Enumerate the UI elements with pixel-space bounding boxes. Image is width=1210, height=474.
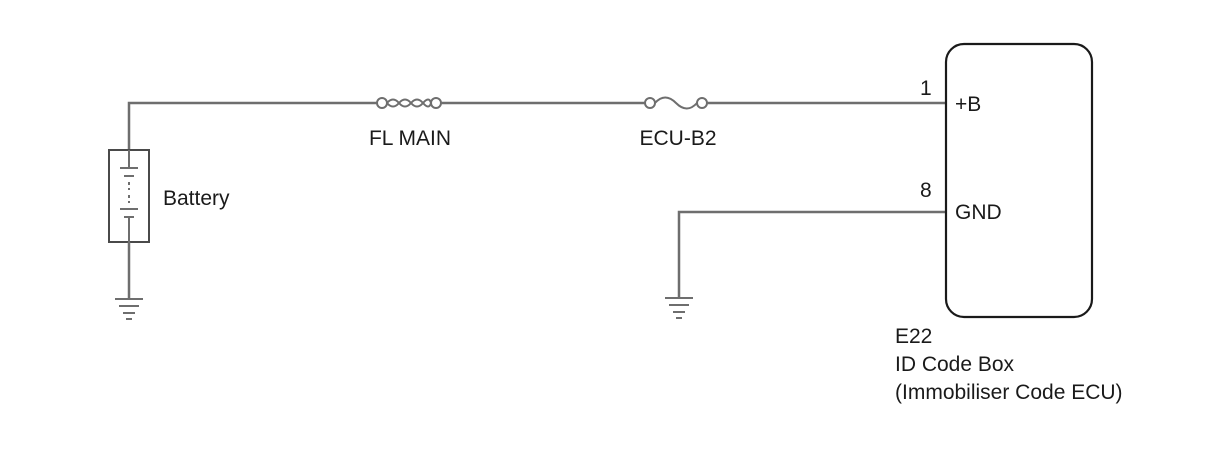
ecu-b2-label: ECU-B2 (639, 127, 716, 150)
battery-ground-symbol (115, 298, 143, 320)
ecu-subname: (Immobiliser Code ECU) (895, 381, 1123, 404)
pin-8-number: 8 (920, 179, 932, 202)
fl-main-label: FL MAIN (369, 127, 451, 150)
fl-main-fuse-symbol (376, 97, 442, 109)
ecu-code: E22 (895, 325, 932, 348)
ecu-name: ID Code Box (895, 353, 1015, 376)
pin-1-name: +B (955, 93, 981, 116)
ecu-box (944, 42, 1094, 319)
ecu-b2-fuse-symbol (644, 96, 708, 110)
battery-symbol (108, 149, 150, 243)
gnd-wire (677, 210, 946, 297)
ecu-ground-symbol (665, 297, 693, 319)
battery-label: Battery (163, 187, 230, 210)
pin-8-name: GND (955, 201, 1002, 224)
pin-1-number: 1 (920, 77, 932, 100)
supply-wire (127, 101, 377, 150)
